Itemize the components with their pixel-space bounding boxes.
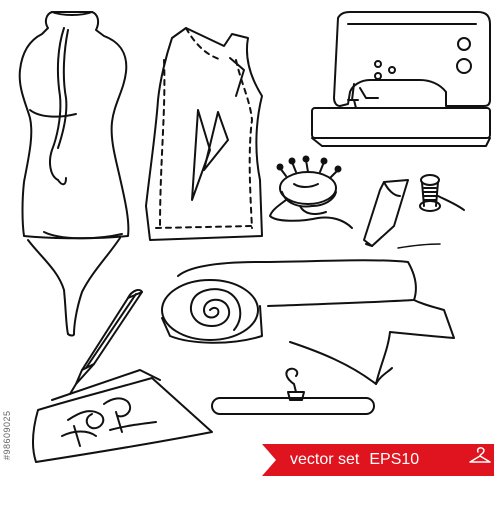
clothes-hanger-icon	[211, 367, 375, 415]
pencil-icon	[69, 289, 143, 395]
dress-form-icon	[18, 11, 130, 337]
sketch-paper-icon	[31, 369, 213, 463]
banner-left-text: vector set	[290, 451, 360, 468]
garment-pattern-icon	[145, 27, 263, 241]
stock-id-label: #98609025	[2, 410, 12, 460]
thread-spool-icon	[419, 174, 465, 212]
pincushion-icon	[269, 155, 353, 229]
sewing-machine-icon	[311, 11, 491, 147]
banner-label: vector set EPS10	[290, 448, 470, 472]
fabric-roll-icon	[161, 259, 455, 385]
banner-ribbon	[262, 444, 494, 476]
banner-right-text: EPS10	[369, 451, 420, 468]
tailors-chalk-icon	[363, 179, 441, 249]
